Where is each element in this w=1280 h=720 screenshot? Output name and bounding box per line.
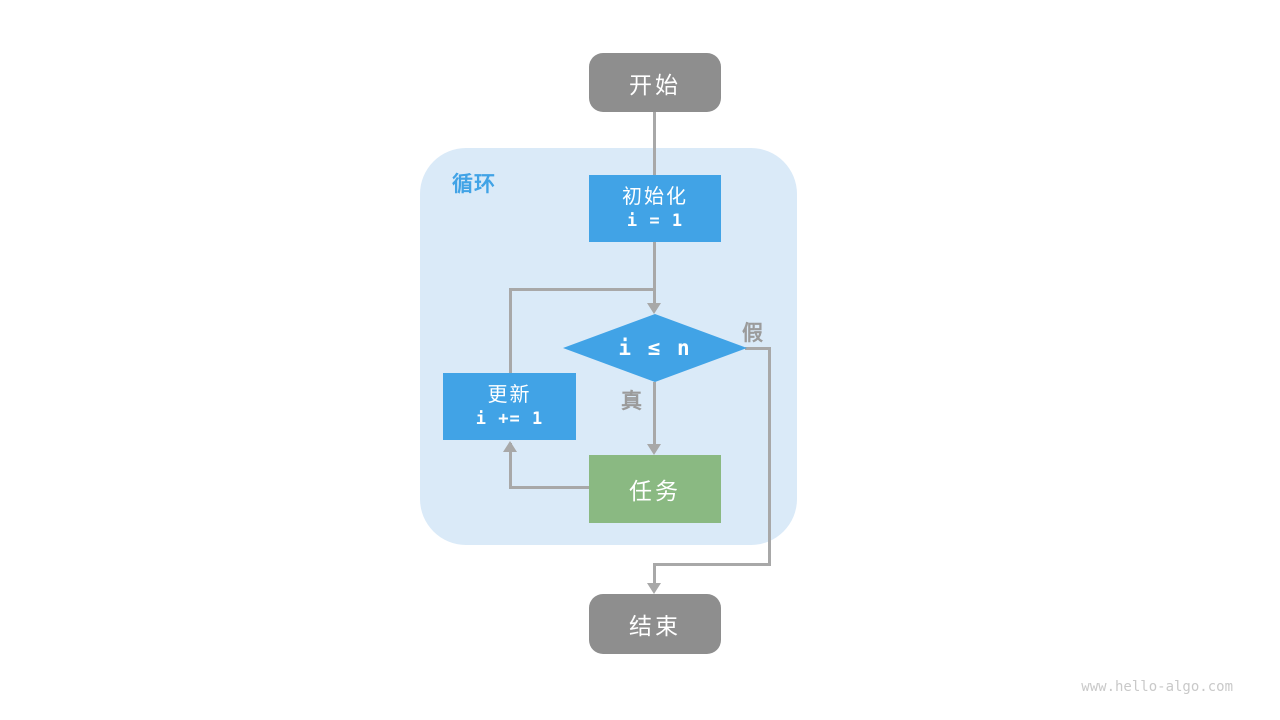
edge-false-to-end [653,563,656,585]
edge-start-to-init [653,112,656,175]
edge-condition-to-task [653,382,656,445]
start-node: 开始 [589,53,721,112]
start-node-label: 开始 [629,71,681,98]
watermark: www.hello-algo.com [1081,679,1233,695]
arrowhead-into-task-icon [647,444,661,455]
edge-init-to-condition [653,242,656,306]
edge-false-stub [745,347,771,350]
loop-container-label: 循环 [452,173,496,196]
task-node: 任务 [589,455,721,523]
edge-update-to-junction [509,288,512,373]
edge-task-to-update-horizontal [509,486,590,489]
init-node-label: 初始化 [622,185,688,208]
arrowhead-into-update-icon [503,441,517,452]
update-node-label: 更新 [487,383,532,406]
branch-label-true: 真 [621,390,642,413]
edge-false-vertical [768,347,771,566]
edge-false-horizontal [653,563,771,566]
init-node: 初始化 i = 1 [589,175,721,242]
task-node-label: 任务 [629,478,681,504]
edge-update-junction-horizontal [509,288,656,291]
branch-label-false: 假 [742,322,763,345]
condition-node-label: i ≤ n [618,336,692,360]
edge-task-to-update-vertical [509,443,512,489]
arrowhead-into-condition-icon [647,303,661,314]
arrowhead-into-end-icon [647,583,661,594]
update-node: 更新 i += 1 [443,373,576,440]
update-node-code: i += 1 [475,408,544,429]
end-node: 结束 [589,594,721,654]
end-node-label: 结束 [629,613,681,639]
init-node-code: i = 1 [626,210,684,231]
